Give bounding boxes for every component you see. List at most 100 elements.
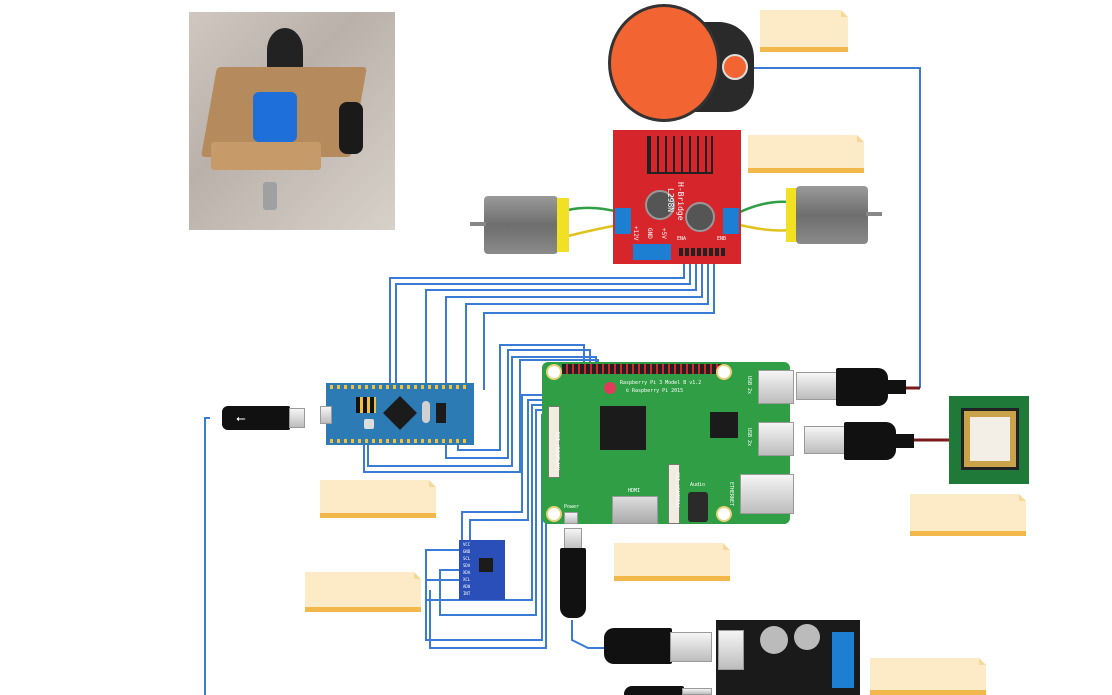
motor-left-shaft — [470, 222, 486, 226]
ethernet-port — [740, 474, 794, 514]
heatsink — [647, 136, 713, 174]
robot-photo — [189, 12, 395, 230]
motor-driver-board: L298N H-Bridge +12V GND +5V ENA ENB — [613, 130, 741, 264]
motor-left — [484, 196, 558, 254]
pin-ena: ENA — [677, 236, 687, 242]
ethernet-label: ETHERNET — [728, 482, 734, 507]
gps-patch — [970, 417, 1010, 461]
boot-jumpers — [356, 397, 376, 413]
motor-terminal-a — [615, 208, 631, 234]
lidar-sensor — [267, 28, 303, 72]
lower-plate — [211, 142, 321, 170]
hdmi-port — [612, 496, 658, 524]
pin-5v: +5V — [660, 228, 667, 239]
power-bank-terminal — [832, 632, 854, 688]
pin-enb: ENB — [717, 236, 727, 242]
motor-right-cap — [786, 188, 798, 242]
imu-pin-xda: XDA — [463, 570, 471, 575]
usb-port-2 — [758, 422, 794, 456]
note-gps — [910, 494, 1026, 536]
pi-model: Raspberry Pi 3 Model B v1.2 — [620, 380, 702, 386]
power-port — [564, 512, 578, 524]
power-bank-usb-out — [718, 630, 744, 670]
usb-port-1 — [758, 370, 794, 404]
usb-plug-1-tip — [796, 372, 838, 400]
power-bank-cap-1 — [760, 626, 788, 654]
audio-jack — [688, 492, 708, 522]
pin-gnd: GND — [646, 228, 653, 239]
imu-pin-sda: SDA — [463, 563, 471, 568]
reset-button — [364, 419, 374, 429]
pin-row-top — [330, 385, 470, 389]
bottom-usb-body — [604, 628, 672, 664]
usb-port-2-label: USB 2x — [746, 428, 752, 447]
usb-left-symbol: ⭠ — [236, 411, 246, 425]
note-driver — [748, 135, 864, 173]
driver-subtitle: H-Bridge — [676, 182, 685, 221]
caster — [263, 182, 277, 210]
imu-pin-vcc: VCC — [463, 542, 471, 547]
gps-antenna — [961, 408, 1019, 470]
mcu-chip — [383, 396, 417, 430]
motor-terminal-b — [723, 208, 739, 234]
bottom-usb-tip-2 — [682, 688, 712, 695]
note-raspberry-pi — [614, 543, 730, 581]
lidar-module — [606, 2, 756, 124]
usb-plug-2-neck — [894, 434, 914, 448]
audio-label: Audio — [690, 482, 706, 488]
usb-plug-2-tip — [804, 426, 846, 454]
usb-cable-left-plug — [222, 406, 290, 430]
gps-module — [949, 396, 1029, 484]
display-label: DSI (DISPLAY) — [554, 432, 560, 472]
motor-left-cap — [557, 198, 569, 252]
note-microcontroller — [320, 480, 436, 518]
microcontroller-board — [326, 383, 474, 445]
regulator — [436, 403, 446, 423]
note-imu — [305, 572, 421, 612]
bottom-usb-tip — [670, 632, 712, 662]
capacitor-left — [645, 190, 675, 220]
usb-lan-chip — [710, 412, 738, 438]
lidar-pulley — [722, 54, 748, 80]
battery-pack — [253, 92, 297, 142]
usb-plug-2-body — [844, 422, 896, 460]
raspberry-pi-board: Raspberry Pi 3 Model B v1.2 © Raspberry … — [542, 362, 794, 524]
camera-label: CSI (CAMERA) — [674, 472, 680, 509]
soc-chip — [600, 406, 646, 450]
gpio-header — [562, 364, 726, 374]
hdmi-label: HDMI — [628, 488, 641, 494]
wheel — [339, 102, 363, 154]
imu-pin-int: INT — [463, 591, 471, 596]
power-usb-tip — [564, 528, 582, 550]
power-terminal — [633, 244, 671, 260]
usb-plug-1-body — [836, 368, 888, 406]
power-usb-body — [560, 548, 586, 618]
usb-cable-left-tip — [289, 408, 305, 428]
imu-pin-xcl: XCL — [463, 577, 471, 582]
raspberry-logo — [604, 382, 616, 394]
usb-plug-1-neck — [886, 380, 906, 394]
power-bank-cap-2 — [794, 624, 820, 650]
power-bank-board — [716, 620, 860, 695]
lidar-disc — [608, 4, 720, 122]
imu-pin-scl: SCL — [463, 556, 471, 561]
mount-hole-tl — [546, 364, 562, 380]
capacitor-right — [685, 202, 715, 232]
driver-title: L298N — [666, 188, 675, 213]
note-lidar — [760, 10, 848, 52]
usb-port-1-label: USB 2x — [746, 376, 752, 395]
power-label: Power — [564, 504, 580, 510]
pin-row-bottom — [330, 439, 470, 443]
imu-module: VCC GND SCL SDA XDA XCL AD0 INT — [459, 540, 505, 600]
imu-chip — [479, 558, 493, 572]
crystal — [422, 401, 430, 423]
note-power — [870, 658, 986, 695]
motor-right-shaft — [866, 212, 882, 216]
imu-pin-gnd: GND — [463, 549, 471, 554]
camera-connector — [668, 464, 680, 524]
pin-12v: +12V — [632, 226, 639, 241]
bottom-usb-body-2 — [624, 686, 684, 695]
pi-copyright: © Raspberry Pi 2015 — [626, 388, 684, 394]
mount-hole-bl — [546, 506, 562, 522]
